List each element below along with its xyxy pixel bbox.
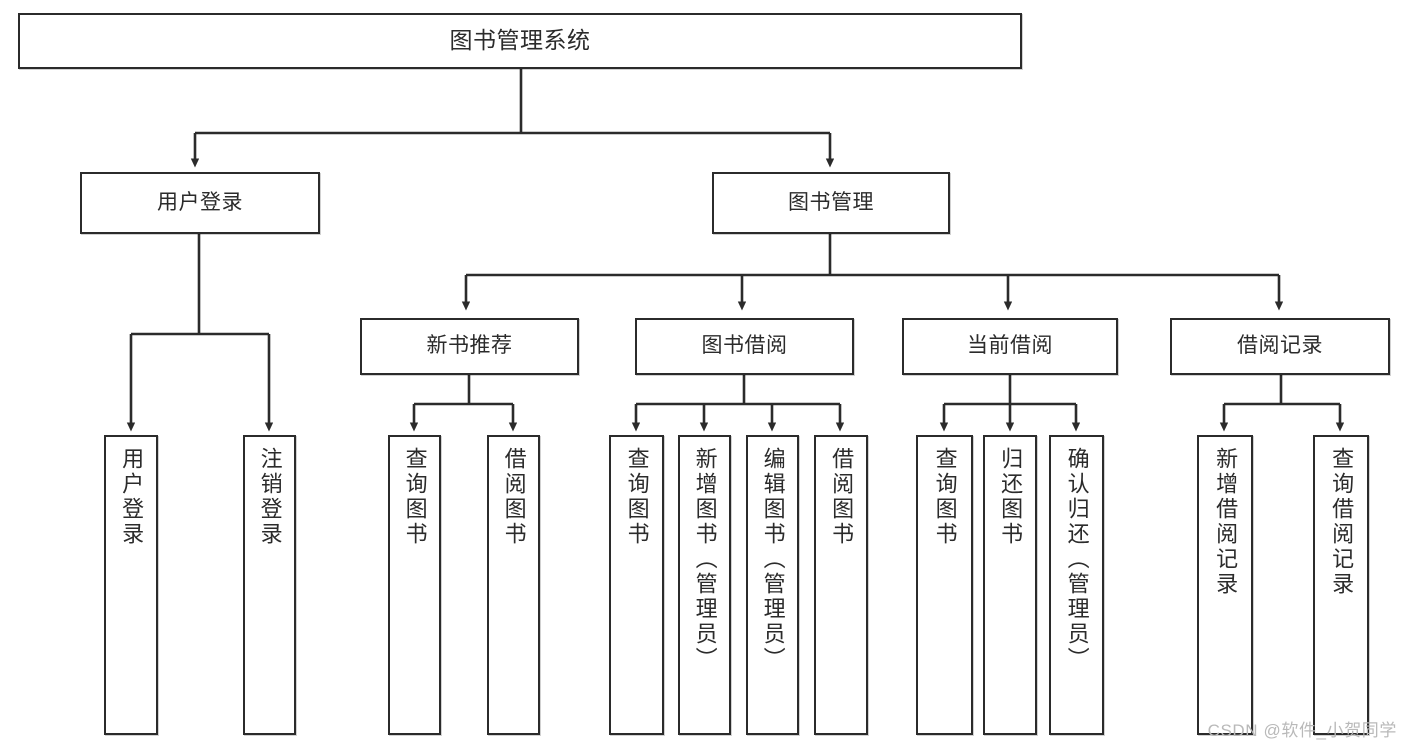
- node-label: 图书借阅: [701, 334, 788, 358]
- node-label: 注销登录: [257, 447, 283, 547]
- node-label: 用户登录: [157, 190, 243, 214]
- node-label: 借阅图书: [501, 447, 527, 547]
- leaf-user-login[interactable]: 用户登录: [104, 435, 158, 735]
- leaf-confirm-return[interactable]: 确认归还（管理员）: [1049, 435, 1104, 735]
- node-label: 新增借阅记录: [1213, 447, 1239, 597]
- node-label: 图书管理: [788, 190, 874, 214]
- node-root-book-management-system[interactable]: 图书管理系统: [18, 13, 1022, 69]
- node-borrow-record[interactable]: 借阅记录: [1170, 318, 1390, 375]
- leaf-edit-book[interactable]: 编辑图书（管理员）: [746, 435, 799, 735]
- leaf-borrow-book-borrow[interactable]: 借阅图书: [814, 435, 868, 735]
- node-user-login[interactable]: 用户登录: [80, 172, 320, 234]
- node-label: 归还图书: [998, 447, 1024, 547]
- node-label: 当前借阅: [967, 334, 1053, 358]
- leaf-query-book-borrow[interactable]: 查询图书: [609, 435, 664, 735]
- node-label: 新书推荐: [426, 334, 513, 358]
- node-label: 编辑图书（管理员）: [760, 447, 786, 672]
- leaf-return-book[interactable]: 归还图书: [983, 435, 1037, 735]
- node-label: 新增图书（管理员）: [692, 447, 718, 672]
- leaf-query-borrow-record[interactable]: 查询借阅记录: [1313, 435, 1369, 735]
- leaf-query-book-recommend[interactable]: 查询图书: [388, 435, 441, 735]
- leaf-add-borrow-record[interactable]: 新增借阅记录: [1197, 435, 1253, 735]
- node-label: 图书管理系统: [449, 27, 591, 54]
- node-label: 用户登录: [119, 447, 145, 547]
- node-label: 查询图书: [402, 447, 428, 547]
- node-label: 查询图书: [624, 447, 650, 547]
- leaf-add-book[interactable]: 新增图书（管理员）: [678, 435, 731, 735]
- node-book-management[interactable]: 图书管理: [712, 172, 950, 234]
- leaf-borrow-book-recommend[interactable]: 借阅图书: [487, 435, 540, 735]
- node-current-borrow[interactable]: 当前借阅: [902, 318, 1118, 375]
- node-book-borrow[interactable]: 图书借阅: [635, 318, 854, 375]
- watermark-text: CSDN @软件_小贺同学: [1207, 721, 1397, 740]
- node-new-book-recommend[interactable]: 新书推荐: [360, 318, 579, 375]
- leaf-logout-login[interactable]: 注销登录: [243, 435, 296, 735]
- node-label: 查询借阅记录: [1329, 447, 1355, 597]
- leaf-query-book-current[interactable]: 查询图书: [916, 435, 973, 735]
- node-label: 确认归还（管理员）: [1064, 447, 1090, 672]
- node-label: 借阅图书: [829, 447, 855, 547]
- node-label: 查询图书: [932, 447, 958, 547]
- node-label: 借阅记录: [1237, 334, 1323, 358]
